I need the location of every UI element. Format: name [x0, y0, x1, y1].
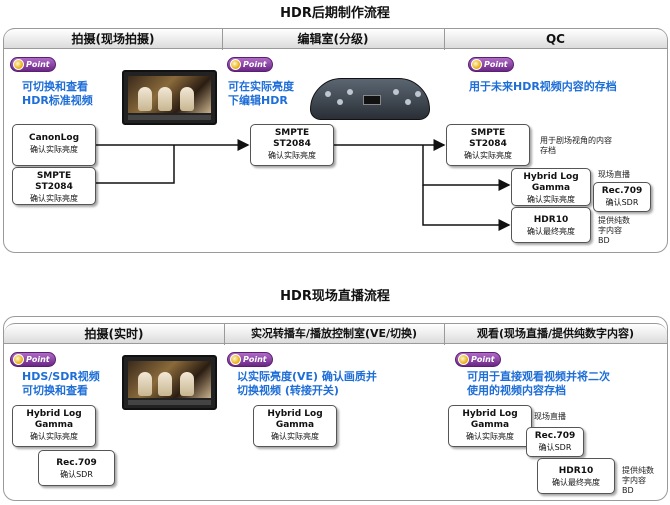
point-badge: Point: [10, 57, 56, 72]
header-divider: [444, 29, 445, 50]
point-label: Point: [26, 355, 50, 364]
live-broadcast-note: 现场直播: [534, 412, 566, 421]
header-divider: [224, 324, 225, 345]
box-title: HDR10: [558, 466, 594, 476]
box-title: Hybrid Log Gamma: [26, 409, 82, 430]
box-subtitle: 确认实际亮度: [466, 432, 514, 441]
box-title: Hybrid Log Gamma: [462, 409, 518, 430]
point-label: Point: [26, 60, 50, 69]
box-title: HDR10: [533, 215, 569, 225]
box-subtitle: 确认SDR: [538, 443, 572, 452]
box-subtitle: 确认实际亮度: [464, 151, 512, 160]
section1-header-editing: 编辑室(分级): [297, 32, 369, 46]
hdr-monitor-image: [122, 70, 217, 125]
point-badge: Point: [10, 352, 56, 367]
grading-console-image: [310, 78, 430, 120]
point-dot-icon: [230, 59, 241, 70]
point-label: Point: [243, 355, 267, 364]
hdr10-view-box: HDR10 确认最终亮度: [537, 458, 615, 494]
box-subtitle: 确认实际亮度: [271, 432, 319, 441]
hybrid-log-gamma-switch-box: Hybrid Log Gamma 确认实际亮度: [253, 405, 337, 447]
section2-header: 拍摄(实时) 实况转播车/播放控制室(VE/切换) 观看(现场直播/提供纯数字内…: [4, 323, 667, 345]
hybrid-log-gamma-box: Hybrid Log Gamma 确认实际亮度: [12, 405, 96, 447]
hybrid-log-gamma-qc-box: Hybrid Log Gamma 确认实际亮度: [511, 168, 591, 206]
note-live-shooting: HDS/SDR视频 可切换和查看: [22, 370, 100, 397]
header-divider: [222, 29, 223, 50]
note-qc: 用于未来HDR视频内容的存档: [469, 80, 617, 93]
section2-header-shooting: 拍摄(实时): [84, 327, 144, 341]
point-badge: Point: [468, 57, 514, 72]
point-label: Point: [471, 355, 495, 364]
box-subtitle: 确认实际亮度: [268, 151, 316, 160]
box-title: CanonLog: [28, 133, 80, 143]
point-label: Point: [243, 60, 267, 69]
rec709-view-box: Rec.709 确认SDR: [526, 427, 584, 457]
section1-header-qc: QC: [545, 32, 565, 46]
box-title: Rec.709: [601, 186, 643, 196]
box-title: SMPTE ST2084: [273, 128, 311, 149]
box-title: SMPTE ST2084: [469, 128, 507, 149]
section1-title: HDR后期制作流程: [280, 6, 390, 21]
note-viewing: 可用于直接观看视频并将二次 使用的视频内容存档: [467, 370, 610, 397]
hybrid-log-gamma-view-box: Hybrid Log Gamma 确认实际亮度: [448, 405, 532, 447]
smpte-st2084-box: SMPTE ST2084 确认实际亮度: [12, 167, 96, 205]
smpte-st2084-qc-box: SMPTE ST2084 确认实际亮度: [446, 124, 530, 166]
hdr10-qc-box: HDR10 确认最终亮度: [511, 207, 591, 243]
box-title: Rec.709: [56, 458, 97, 468]
section2-header-viewing: 观看(现场直播/提供纯数字内容): [476, 327, 635, 340]
point-badge: Point: [227, 352, 273, 367]
live-broadcast-note: 现场直播: [598, 170, 630, 179]
box-subtitle: 确认SDR: [605, 198, 639, 207]
note-shooting: 可切换和查看 HDR标准视频: [22, 80, 93, 107]
header-divider: [444, 324, 445, 345]
box-title: Rec.709: [534, 431, 576, 441]
box-title: Hybrid Log Gamma: [523, 172, 579, 193]
digital-content-note: 提供纯数 字内容 BD: [598, 216, 630, 245]
point-badge: Point: [455, 352, 501, 367]
note-control-room: 以实际亮度(VE) 确认画质并 切换视频 (转接开关): [237, 370, 377, 397]
point-dot-icon: [230, 354, 241, 365]
note-editing: 可在实际亮度 下编辑HDR: [228, 80, 294, 107]
point-label: Point: [484, 60, 508, 69]
point-dot-icon: [13, 59, 24, 70]
point-dot-icon: [13, 354, 24, 365]
section1-header: 拍摄(现场拍摄) 编辑室(分级) QC: [4, 28, 667, 50]
point-dot-icon: [458, 354, 469, 365]
box-subtitle: 确认实际亮度: [30, 145, 78, 154]
box-title: SMPTE ST2084: [35, 171, 73, 192]
box-subtitle: 确认SDR: [60, 470, 93, 479]
rec709-qc-box: Rec.709 确认SDR: [593, 182, 651, 212]
hdr-monitor-image: [122, 355, 217, 410]
rec709-box: Rec.709 确认SDR: [38, 450, 115, 486]
canonlog-box: CanonLog 确认实际亮度: [12, 124, 96, 166]
section1-header-shooting: 拍摄(现场拍摄): [71, 32, 155, 46]
box-title: Hybrid Log Gamma: [267, 409, 323, 430]
box-subtitle: 确认最终亮度: [527, 227, 575, 236]
section2-header-control-room: 实况转播车/播放控制室(VE/切换): [250, 327, 418, 340]
section2-title: HDR现场直播流程: [280, 289, 390, 304]
box-subtitle: 确认实际亮度: [30, 432, 78, 441]
smpte-st2084-edit-box: SMPTE ST2084 确认实际亮度: [250, 124, 334, 166]
box-subtitle: 确认实际亮度: [30, 194, 78, 203]
point-dot-icon: [471, 59, 482, 70]
theater-archive-note: 用于剧场视角的内容 存档: [540, 136, 612, 155]
digital-content-note: 提供纯数 字内容 BD: [622, 466, 654, 495]
box-subtitle: 确认实际亮度: [527, 195, 575, 204]
point-badge: Point: [227, 57, 273, 72]
box-subtitle: 确认最终亮度: [552, 478, 600, 487]
